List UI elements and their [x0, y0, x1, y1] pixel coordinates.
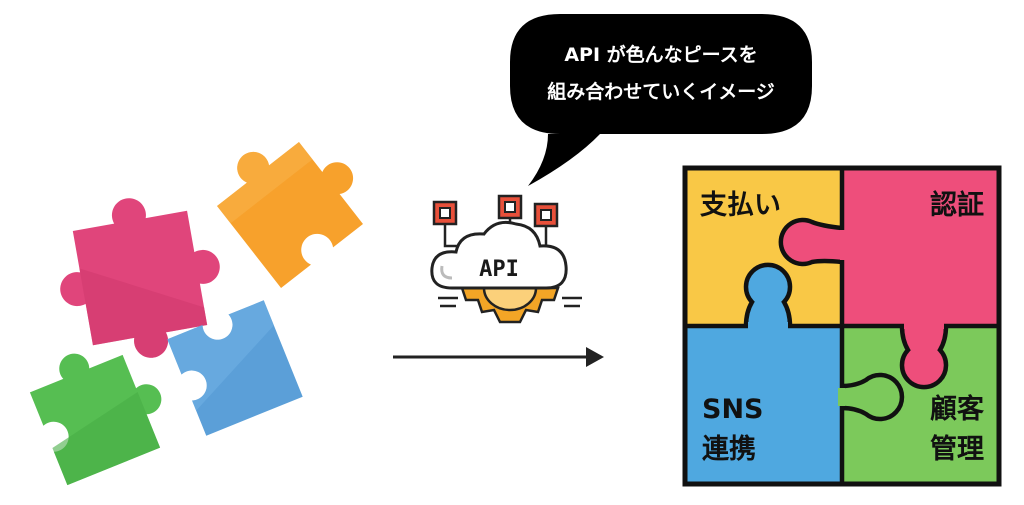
assembled-puzzle: 支払い 認証 SNS 連携 顧客 管理 [682, 165, 1002, 487]
gear-icon [460, 286, 560, 324]
arrow [393, 347, 604, 367]
customer-label-2: 管理 [930, 434, 984, 465]
green-puzzle-piece [29, 353, 162, 486]
auth-piece [842, 168, 999, 326]
speech-bubble: API が色んなピースを 組み合わせていくイメージ [510, 14, 812, 186]
bubble-line-1: API が色んなピースを [564, 43, 757, 66]
api-cloud-icon: API [430, 194, 582, 324]
payment-label: 支払い [700, 190, 781, 221]
sns-label: SNS [702, 394, 764, 425]
blue-puzzle-piece [167, 300, 303, 436]
api-label: API [479, 257, 519, 282]
chip-icon-left [432, 200, 458, 226]
orange-puzzle-piece [217, 142, 363, 288]
customer-label: 顧客 [930, 393, 985, 425]
scattered-pieces [29, 142, 363, 486]
bubble-line-2: 組み合わせていくイメージ [547, 80, 775, 103]
pink-puzzle-piece [60, 198, 220, 358]
sns-piece [685, 326, 842, 484]
chip-icon-center [497, 194, 523, 220]
chip-icon-right [533, 202, 559, 228]
auth-label: 認証 [930, 189, 984, 221]
sns-label-2: 連携 [702, 434, 756, 465]
